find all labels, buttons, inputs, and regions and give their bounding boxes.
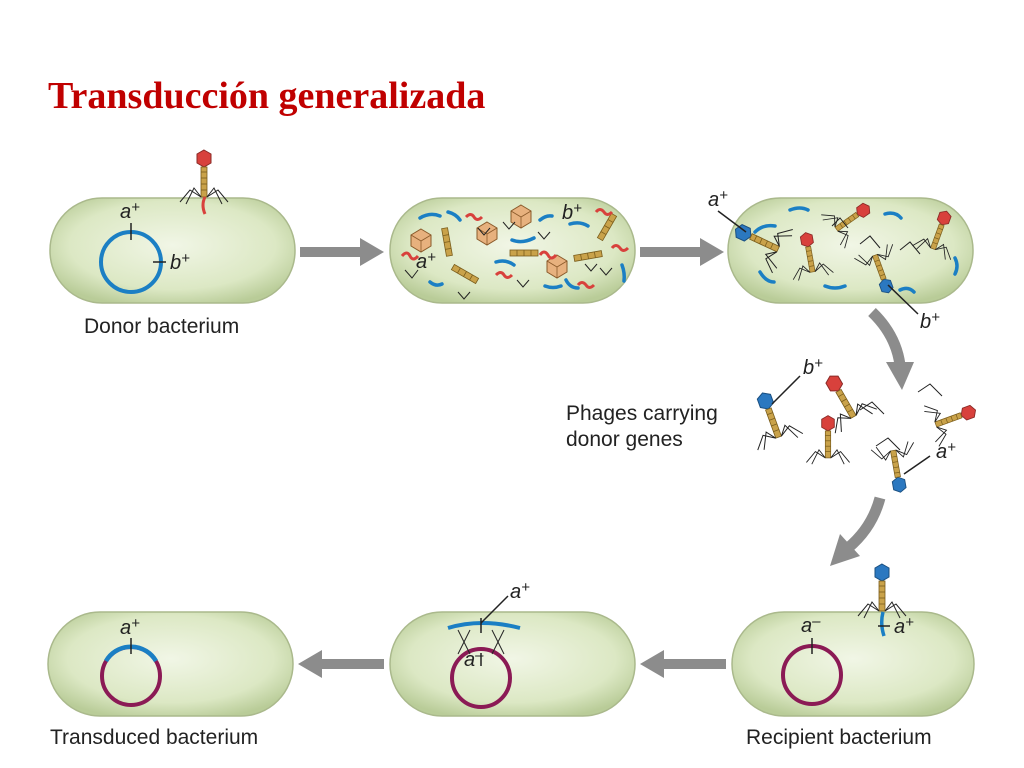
gene-label-a-minus: a– [464,647,484,671]
gene-label-a-minus: a– [801,613,821,637]
arrow-infect-icon [830,496,886,566]
page-title: Transducción generalizada [48,75,485,117]
gene-label-a-plus: a+ [936,439,956,463]
infecting-phage-icon [179,149,229,205]
caption-recipient: Recipient bacterium [746,726,932,749]
arrow-release-icon [868,308,914,390]
gene-label-a-plus: a+ [120,615,140,639]
transduced-cell [47,611,294,717]
injecting-phage-icon [857,563,907,619]
donor-cell: a+ b+ [49,149,296,304]
assembly-cell [717,189,974,315]
arrow-step4-icon [298,650,384,678]
gene-label-a-plus: a+ [510,579,530,603]
gene-label-b-plus: b+ [803,355,823,379]
arrow-step3-icon [640,650,726,678]
gene-label-a-plus: a+ [708,187,728,211]
gene-label-a-plus: a+ [120,199,140,223]
caption-donor: Donor bacterium [84,315,239,338]
recipient-cell [731,563,975,717]
caption-phages-line1: Phages carrying [566,402,718,425]
gene-label-b-plus: b+ [562,200,582,224]
recombining-chromosome [450,647,512,709]
gene-label-a-plus: a+ [894,614,914,638]
released-phages [739,363,984,497]
gene-label-b-plus: b+ [170,250,190,274]
caption-phages-line2: donor genes [566,428,683,451]
arrow-step2-icon [640,238,724,266]
lysing-cell: a+ b+ [389,197,636,304]
gene-label-b-plus: b+ [920,309,940,333]
caption-transduced: Transduced bacterium [50,726,258,749]
recombination-cell [389,595,636,717]
arrow-step1-icon [300,238,384,266]
gene-label-a-plus: a+ [416,249,436,273]
